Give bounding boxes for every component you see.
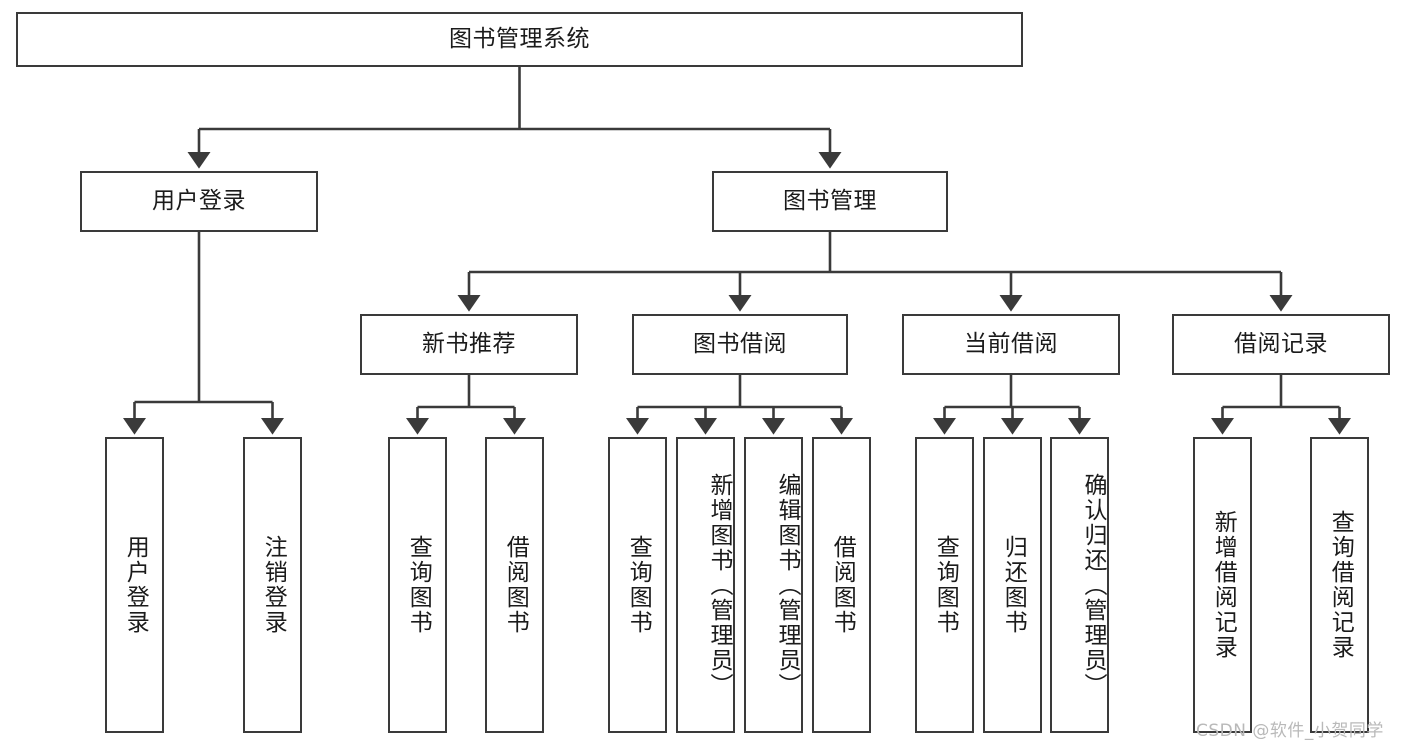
node-label: 查询借阅记录 — [1327, 510, 1354, 660]
node-leaf-cb-confirm-return[interactable]: 确认归还（管理员） — [1050, 437, 1109, 733]
node-label: 新增借阅记录 — [1210, 510, 1237, 660]
node-root-book-management-system[interactable]: 图书管理系统 — [16, 12, 1023, 67]
node-label: 确认归还（管理员） — [1080, 472, 1106, 698]
node-leaf-br-add-record[interactable]: 新增借阅记录 — [1193, 437, 1252, 733]
node-label: 借阅图书 — [829, 535, 856, 635]
node-leaf-cb-return-book[interactable]: 归还图书 — [983, 437, 1042, 733]
node-leaf-user-login-do[interactable]: 用户登录 — [105, 437, 164, 733]
node-leaf-user-logout[interactable]: 注销登录 — [243, 437, 302, 733]
node-leaf-bb-add-book[interactable]: 新增图书（管理员） — [676, 437, 735, 733]
node-label: 用户登录 — [152, 187, 246, 214]
node-leaf-cb-query-book[interactable]: 查询图书 — [915, 437, 974, 733]
node-leaf-br-query-record[interactable]: 查询借阅记录 — [1310, 437, 1369, 733]
node-label: 图书借阅 — [693, 330, 787, 357]
node-label: 借阅图书 — [502, 535, 529, 635]
node-book-borrow[interactable]: 图书借阅 — [632, 314, 848, 375]
csdn-watermark: CSDN @软件_小贺同学 — [1196, 721, 1384, 741]
node-label: 查询图书 — [625, 535, 652, 635]
node-label: 查询图书 — [405, 535, 432, 635]
node-leaf-bb-edit-book[interactable]: 编辑图书（管理员） — [744, 437, 803, 733]
node-label: 新书推荐 — [422, 330, 516, 357]
node-current-borrow[interactable]: 当前借阅 — [902, 314, 1120, 375]
node-leaf-bb-borrow-book[interactable]: 借阅图书 — [812, 437, 871, 733]
node-label: 用户登录 — [122, 535, 149, 635]
node-label: 注销登录 — [260, 535, 287, 635]
node-label: 查询图书 — [932, 535, 959, 635]
node-label: 编辑图书（管理员） — [774, 472, 800, 698]
node-user-login[interactable]: 用户登录 — [80, 171, 318, 232]
node-label: 图书管理系统 — [449, 25, 590, 52]
node-label: 归还图书 — [1000, 535, 1027, 635]
node-leaf-nb-borrow-book[interactable]: 借阅图书 — [485, 437, 544, 733]
node-book-manage[interactable]: 图书管理 — [712, 171, 948, 232]
node-label: 图书管理 — [783, 187, 877, 214]
node-new-book-recommend[interactable]: 新书推荐 — [360, 314, 578, 375]
node-leaf-bb-query-book[interactable]: 查询图书 — [608, 437, 667, 733]
node-borrow-record[interactable]: 借阅记录 — [1172, 314, 1390, 375]
node-label: 新增图书（管理员） — [706, 472, 732, 698]
node-label: 借阅记录 — [1234, 330, 1328, 357]
node-label: 当前借阅 — [964, 330, 1058, 357]
node-leaf-nb-query-book[interactable]: 查询图书 — [388, 437, 447, 733]
